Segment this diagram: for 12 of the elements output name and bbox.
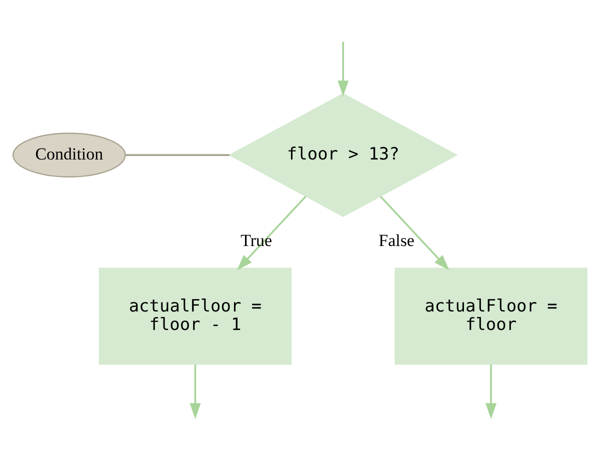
arrow <box>485 364 497 418</box>
arrow <box>236 195 306 270</box>
edge-label: True <box>240 230 272 250</box>
arrow <box>380 195 450 270</box>
node-box: actualFloor = floor <box>394 267 588 364</box>
node-diamond: floor > 13? <box>228 92 458 216</box>
arrow <box>190 364 201 418</box>
edge-label: False <box>378 230 414 250</box>
node-box: actualFloor = floor - 1 <box>98 267 292 364</box>
connector <box>125 154 230 156</box>
arrow <box>338 41 349 96</box>
node-ellipse: Condition <box>12 132 126 177</box>
